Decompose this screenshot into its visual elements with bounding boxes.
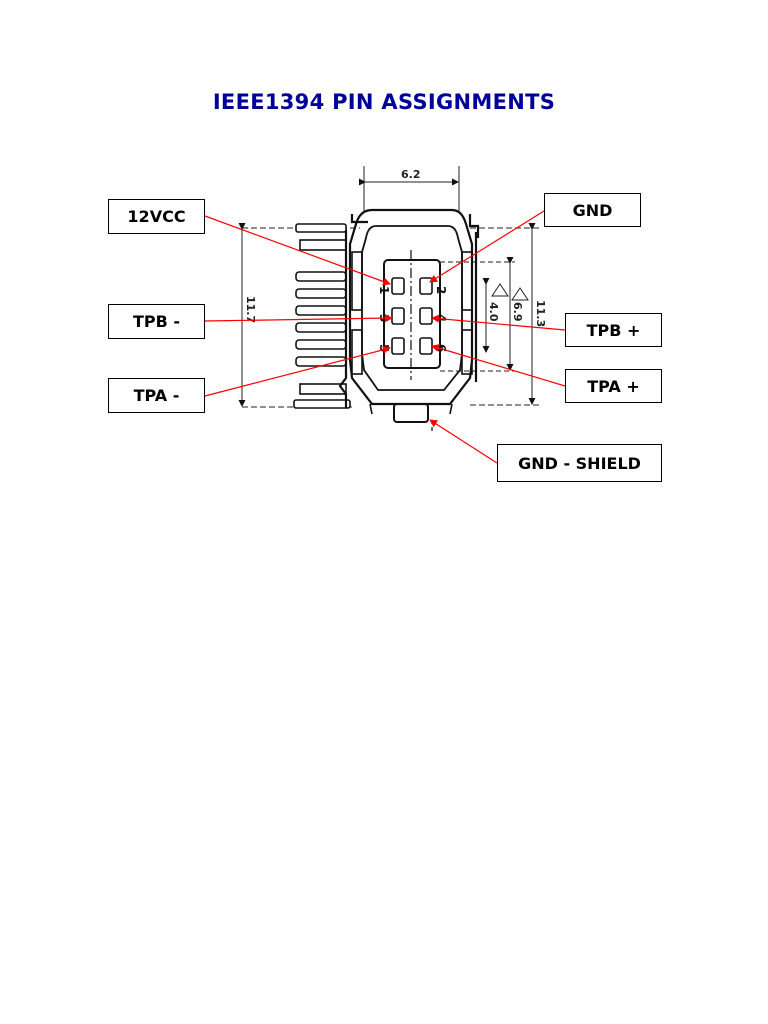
label-tpb-minus: TPB - [108, 304, 205, 339]
leader-tpb-minus [204, 314, 393, 323]
leader-12vcc [204, 215, 391, 286]
page-title: IEEE1394 PIN ASSIGNMENTS [212, 90, 556, 114]
leader-tpa-plus [431, 344, 566, 387]
leader-tpb-plus [431, 314, 566, 331]
label-gnd: GND [544, 193, 641, 227]
pin-1-contact [391, 277, 405, 295]
label-12vcc: 12VCC [108, 199, 205, 234]
pin-6-contact [419, 337, 433, 355]
leader-lines [204, 210, 566, 464]
connector-legs [293, 223, 351, 409]
pin-5-contact [391, 337, 405, 355]
dimension-height-left: 11.7 [244, 296, 257, 323]
label-tpb-plus: TPB + [565, 313, 662, 347]
leader-tpa-minus [204, 345, 391, 397]
pin-numbers: 1 2 3 4 5 6 [377, 286, 448, 352]
dimension-lines [238, 166, 540, 408]
label-gnd-shield: GND - SHIELD [497, 444, 662, 482]
label-tpa-plus: TPA + [565, 369, 662, 403]
connector-housing [338, 208, 480, 434]
leader-gnd [429, 210, 545, 283]
dimension-inner-height: 6.9 [511, 302, 524, 322]
leader-gnd-shield [429, 419, 498, 464]
pin-3-contact [391, 307, 405, 325]
pin-number-1: 1 [377, 286, 391, 294]
pin-2-contact [419, 277, 433, 295]
pin-4-contact [419, 307, 433, 325]
dimension-height-right: 11.3 [534, 300, 547, 327]
dimension-width-top: 6.2 [401, 168, 421, 181]
pin-number-4: 4 [434, 314, 448, 322]
pin-number-2: 2 [434, 286, 448, 294]
dimension-pin-span: 4.0 [487, 302, 500, 322]
pin-contacts [391, 277, 433, 355]
label-tpa-minus: TPA - [108, 378, 205, 413]
